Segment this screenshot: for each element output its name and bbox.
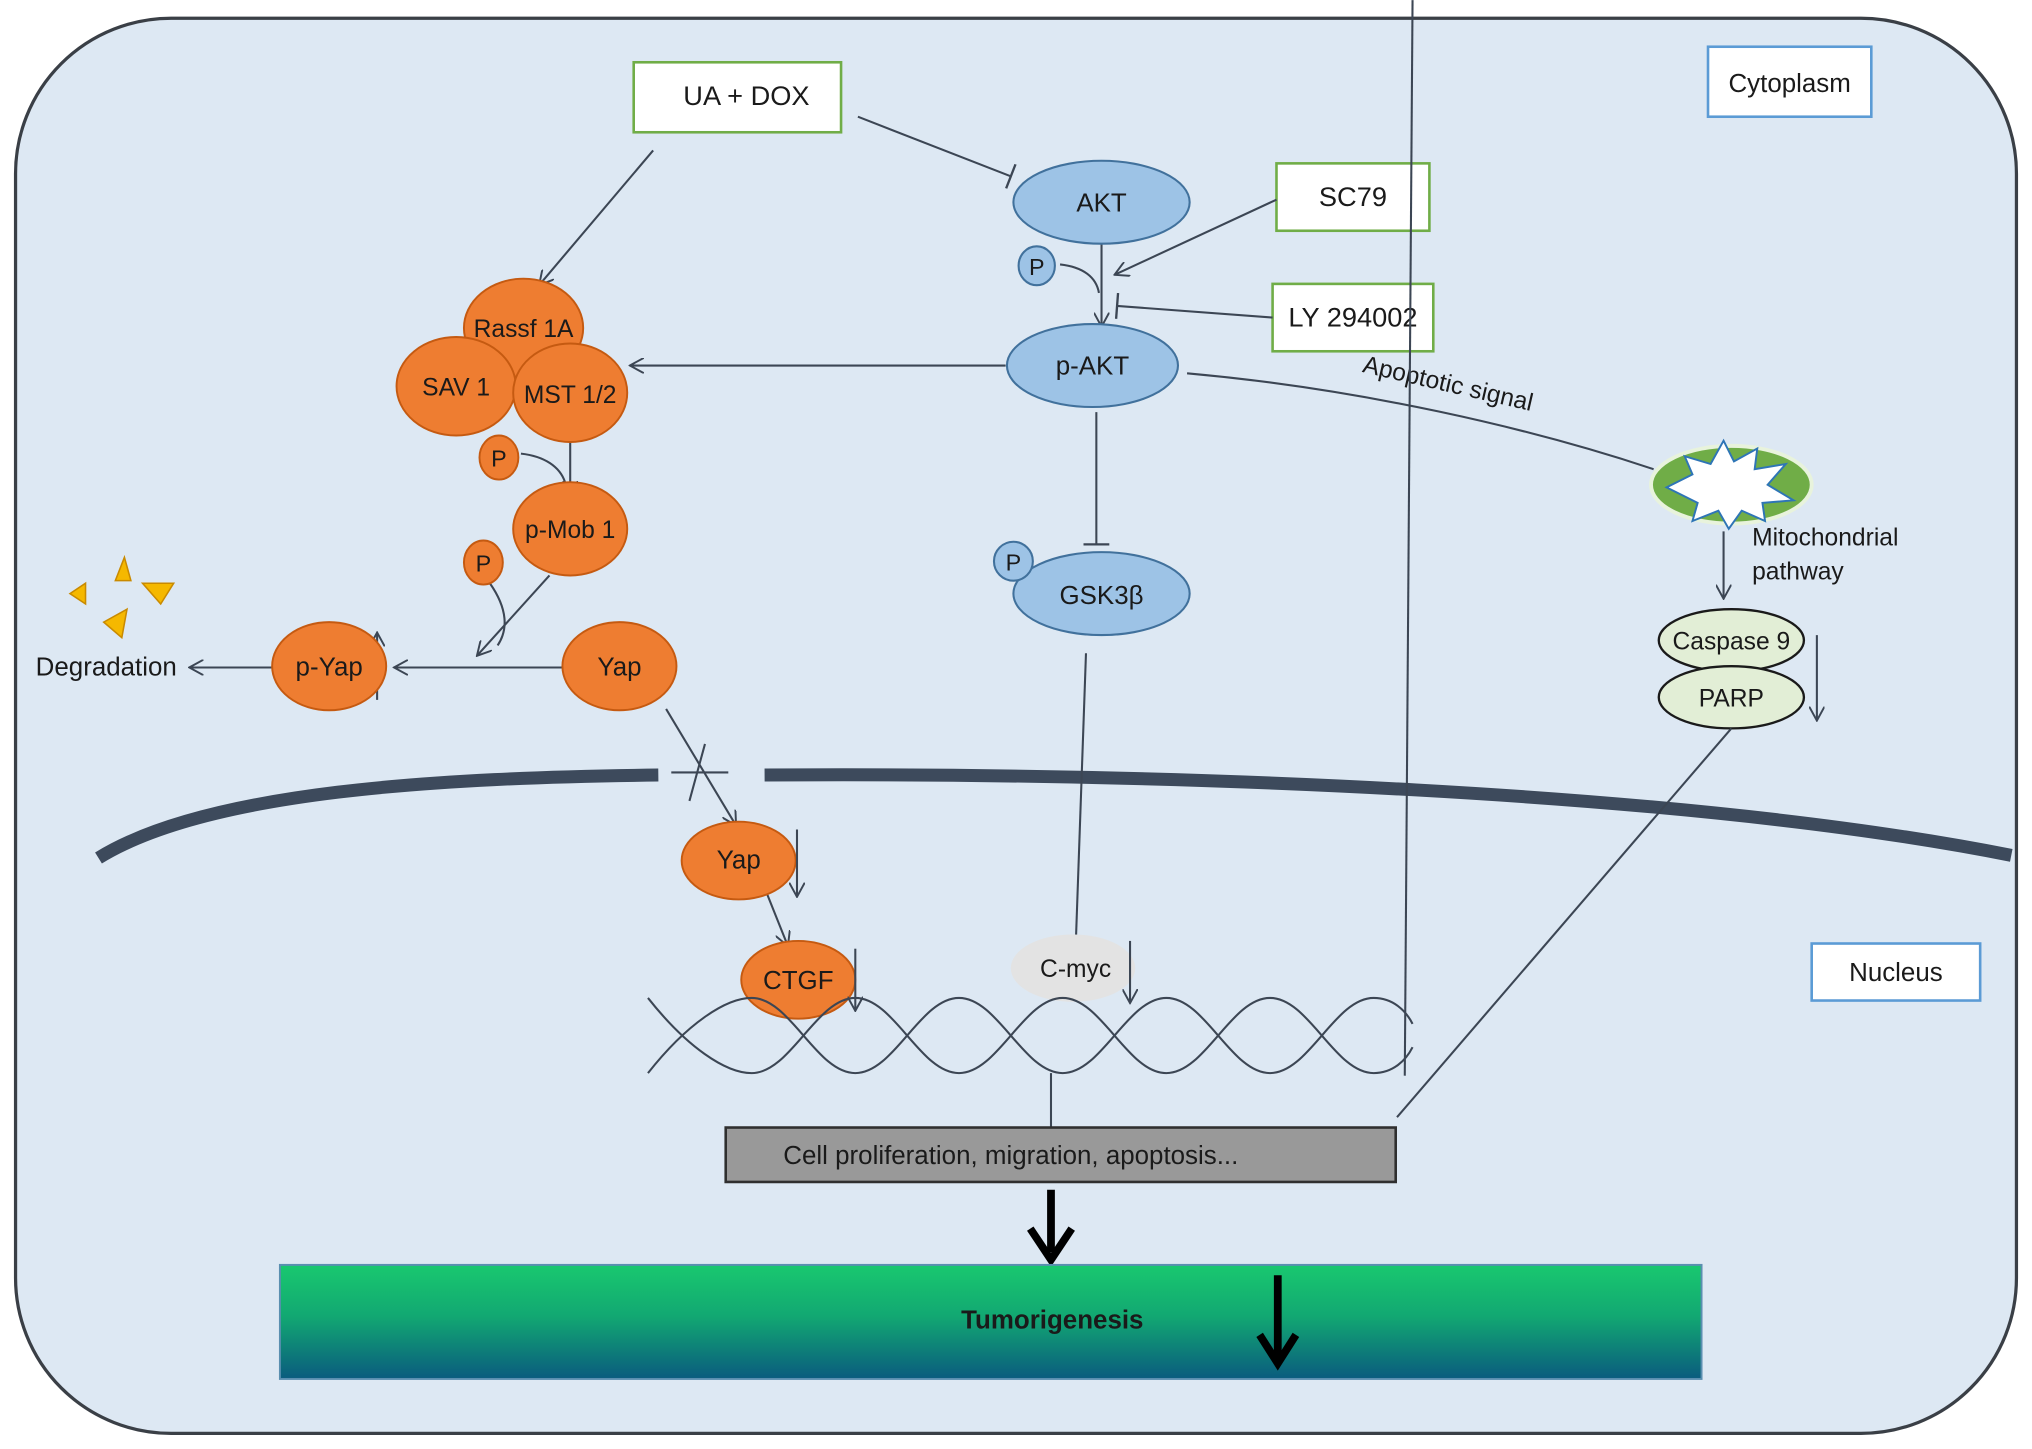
p-to-akt-curve: [1059, 263, 1100, 294]
phospho-akt: P: [1017, 245, 1056, 287]
svg-text:MST 1/2: MST 1/2: [524, 382, 617, 409]
svg-text:p-AKT: p-AKT: [1056, 353, 1130, 381]
svg-text:P: P: [491, 446, 507, 472]
ua-dox-inhibits-akt: [857, 115, 1017, 189]
svg-text:P: P: [476, 551, 492, 577]
svg-text:Tumorigenesis: Tumorigenesis: [961, 1306, 1143, 1334]
mitochondrion-icon: [1649, 438, 1814, 531]
mito-pathway-label-2: pathway: [1752, 558, 1844, 585]
pmob1-to-pyap-arrow: [477, 574, 551, 655]
yap-cytoplasm-node: Yap: [561, 621, 678, 712]
yap-nucleus-node: Yap: [680, 820, 797, 901]
svg-text:CTGF: CTGF: [763, 967, 834, 995]
phospho-gsk3b: P: [992, 540, 1034, 582]
pakt-node: p-AKT: [1005, 323, 1180, 409]
import-block-v: [688, 743, 706, 802]
svg-text:p-Yap: p-Yap: [296, 653, 363, 681]
svg-text:Yap: Yap: [717, 846, 761, 874]
ly294002-box: LY 294002: [1271, 282, 1435, 353]
mito-pathway-label-1: Mitochondrial: [1752, 525, 1898, 552]
tumorigenesis-bar: Tumorigenesis: [278, 1263, 1703, 1380]
yap-nuclear-import-arrow: [665, 708, 736, 826]
nuclear-membrane-left: [95, 768, 659, 864]
effects-to-tumor-arrow: [1027, 1189, 1075, 1267]
degradation-fragments-icon: [68, 554, 176, 640]
sc79-activates-arrow: [1114, 198, 1277, 275]
svg-text:p-Mob 1: p-Mob 1: [525, 517, 615, 544]
cell-effects-box: Cell proliferation, migration, apoptosis…: [724, 1126, 1397, 1184]
phospho-hippo-2: P: [462, 539, 504, 586]
tumorigenesis-down-arrow: [1256, 1275, 1300, 1371]
pyap-node: p-Yap: [271, 621, 388, 712]
svg-text:Caspase 9: Caspase 9: [1673, 628, 1791, 655]
svg-text:P: P: [1006, 549, 1022, 575]
degradation-label: Degradation: [36, 653, 177, 681]
svg-text:PARP: PARP: [1699, 685, 1764, 712]
ua-dox-box: UA + DOX: [632, 60, 843, 134]
cmyc-node: C-myc: [1010, 934, 1136, 1002]
gsk3b-node: GSK3β: [1012, 551, 1191, 637]
svg-text:Cytoplasm: Cytoplasm: [1728, 70, 1850, 98]
sav1-node: SAV 1: [395, 336, 517, 437]
dna-helix-icon: [647, 0, 1414, 1076]
nuclear-membrane-right: [764, 768, 2013, 862]
ctgf-node: CTGF: [740, 939, 857, 1020]
cytoplasm-label: Cytoplasm: [1706, 45, 1873, 119]
svg-text:UA + DOX: UA + DOX: [683, 80, 809, 111]
svg-text:LY 294002: LY 294002: [1288, 302, 1417, 333]
phospho-hippo-1: P: [478, 434, 520, 481]
svg-text:P: P: [1029, 254, 1045, 280]
parp-node: PARP: [1657, 665, 1806, 730]
sc79-box: SC79: [1275, 162, 1431, 233]
svg-text:C-myc: C-myc: [1040, 956, 1111, 983]
pmob1-node: p-Mob 1: [512, 481, 629, 577]
svg-text:Cell proliferation, migration,: Cell proliferation, migration, apoptosis…: [783, 1142, 1238, 1170]
apoptotic-signal-line: [1186, 372, 1654, 471]
ly294002-inhibits: [1114, 292, 1273, 319]
svg-text:Nucleus: Nucleus: [1849, 959, 1943, 987]
svg-text:AKT: AKT: [1076, 189, 1127, 217]
p-to-pyap-curve: [489, 582, 506, 647]
caspase9-node: Caspase 9: [1657, 607, 1806, 673]
mst12-node: MST 1/2: [512, 342, 629, 443]
gsk3b-inhibits-cmyc: [1062, 653, 1089, 951]
nucleus-label: Nucleus: [1810, 942, 1982, 1002]
svg-text:SAV 1: SAV 1: [422, 374, 490, 401]
svg-text:Rassf 1A: Rassf 1A: [474, 316, 574, 343]
svg-text:GSK3β: GSK3β: [1060, 582, 1144, 610]
svg-text:Yap: Yap: [597, 653, 641, 681]
nyap-to-ctgf-arrow: [766, 893, 788, 946]
svg-text:SC79: SC79: [1319, 181, 1387, 212]
parp-to-effects-line: [1396, 727, 1733, 1118]
ua-dox-to-rassf-arrow: [539, 149, 654, 285]
akt-node: AKT: [1012, 159, 1191, 245]
p-to-pmob1-curve: [520, 452, 567, 483]
